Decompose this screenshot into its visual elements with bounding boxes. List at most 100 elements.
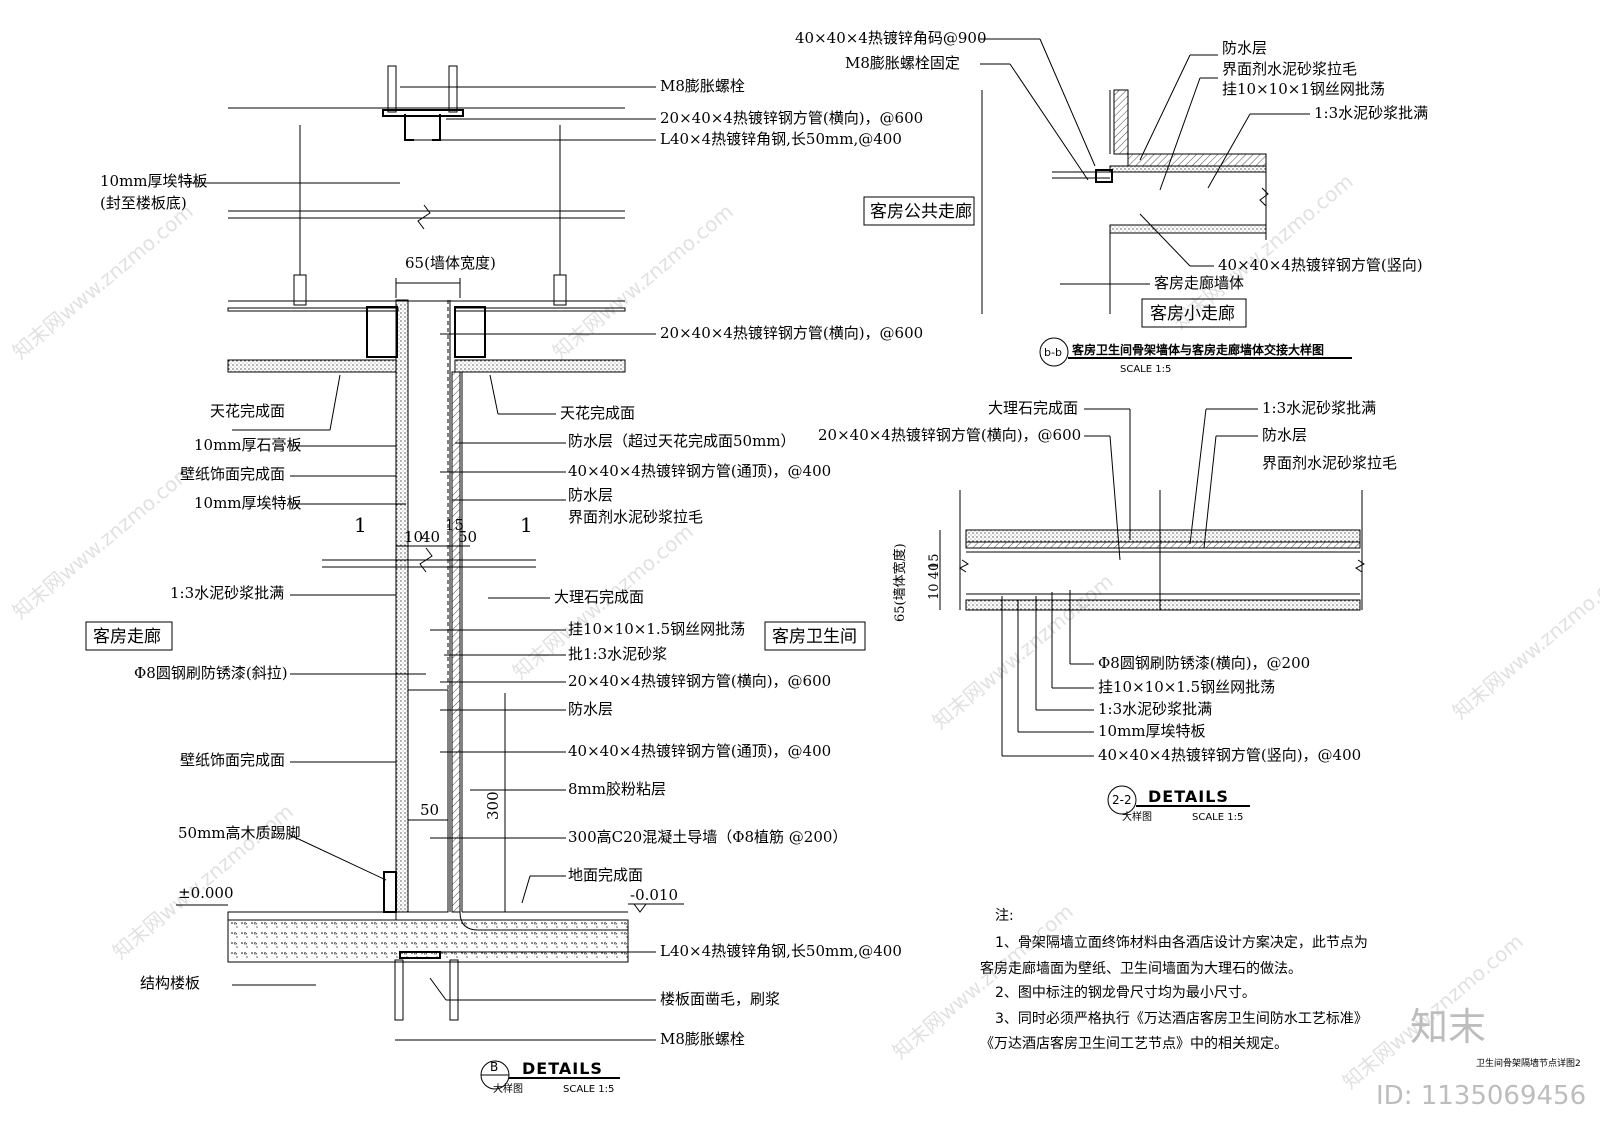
left-leaders	[185, 182, 426, 986]
label-waterproof-1: 防水层（超过天花完成面50mm）	[568, 432, 796, 450]
d22-tag-circle	[1107, 785, 1137, 815]
d22-label-round-steel: Φ8圆钢刷防锈漆(横向)，@200	[1098, 654, 1310, 672]
notes-line-1: 1、骨架隔墙立面终饰材料由各酒店设计方案决定，此节点为	[995, 934, 1368, 951]
label-tube-through-2: 40×40×4热镀锌钢方管(通顶)，@400	[568, 742, 831, 760]
watermark-text: 知末网www.znzmo.com	[8, 199, 198, 364]
detail-b-tag: B	[490, 1060, 498, 1074]
label-interface-agent: 界面剂水泥砂浆拉毛	[568, 508, 703, 526]
label-floor-finish: 地面完成面	[568, 866, 643, 884]
label-mortar: 1:3水泥砂浆批满	[170, 584, 284, 602]
label-skirting: 50mm高木质踢脚	[178, 824, 301, 842]
label-waterproof-3: 防水层	[568, 700, 613, 718]
label-cement: 批1:3水泥砂浆	[568, 645, 667, 663]
dim-50-guide: 50	[420, 801, 439, 819]
notes-block: 注: 1、骨架隔墙立面终饰材料由各酒店设计方案决定，此节点为 客房走廊墙面为壁纸…	[980, 908, 1368, 1052]
bb-room-box-b	[1141, 298, 1247, 328]
label-wallpaper: 壁纸饰面完成面	[180, 465, 285, 483]
detail-b: 65(墙体宽度) 10 40 15 50 50 300 1 1 ±0.000 -…	[85, 65, 923, 1095]
label-square-tube-1: 20×40×4热镀锌钢方管(横向)，@600	[660, 109, 923, 127]
bb-tag: b-b	[1044, 346, 1062, 359]
d22-label-mortar: 1:3水泥砂浆批满	[1262, 399, 1376, 417]
room-box-bathroom	[764, 621, 866, 651]
label-waterproof-2: 防水层	[568, 486, 613, 504]
bb-room-a: 客房公共走廊	[870, 202, 972, 222]
bb-title: 客房卫生间骨架墙体与客房走廊墙体交接大样图	[1071, 342, 1324, 357]
d22-title: DETAILS	[1148, 787, 1229, 806]
bb-label-angle-code: 40×40×4热镀锌角码@900	[795, 29, 987, 47]
dim-50: 50	[458, 528, 477, 546]
bb-scale: SCALE 1:5	[1120, 364, 1171, 375]
bb-label-waterproof: 防水层	[1222, 39, 1267, 57]
label-aite-board-2: 10mm厚埃特板	[194, 494, 302, 512]
bb-label-interface: 界面剂水泥砂浆拉毛	[1222, 60, 1357, 78]
dim-40: 40	[421, 528, 440, 546]
label-angle-1: L40×4热镀锌角钢,长50mm,@400	[660, 130, 902, 148]
label-round-steel: Φ8圆钢刷防锈漆(斜拉)	[134, 664, 288, 682]
d22-label-waterproof: 防水层	[1262, 426, 1307, 444]
label-wallpaper-2: 壁纸饰面完成面	[180, 751, 285, 769]
label-wire-mesh: 挂10×10×1.5钢丝网批荡	[568, 620, 745, 638]
dim-15: 15	[445, 516, 464, 534]
label-gypsum: 10mm厚石膏板	[194, 436, 302, 454]
d22-dim-15: 15	[927, 553, 942, 570]
dim-10: 10	[404, 528, 423, 546]
dim-wall-width: 65(墙体宽度)	[405, 254, 496, 272]
dim-300: 300	[484, 791, 502, 820]
room-bathroom: 客房卫生间	[772, 627, 857, 647]
label-aite-board: 10mm厚埃特板	[100, 172, 208, 190]
detail-b-scale: SCALE 1:5	[563, 1084, 614, 1095]
bb-label-m8: M8膨胀螺栓固定	[845, 54, 960, 72]
d22-label-aite: 10mm厚埃特板	[1098, 722, 1206, 740]
d22-dim-40: 10 40	[927, 563, 942, 600]
watermark-id: ID: 1135069456	[1376, 1081, 1586, 1111]
right-leaders	[395, 86, 656, 1041]
label-aite-board-note: (封至楼板底)	[100, 194, 187, 212]
d22-label-tube-vert: 40×40×4热镀锌钢方管(竖向)，@400	[1098, 746, 1361, 764]
d22-label-wire-mesh: 挂10×10×1.5钢丝网批荡	[1098, 678, 1275, 696]
notes-line-4: 3、同时必须严格执行《万达酒店客房卫生间防水工艺标准》	[995, 1010, 1368, 1027]
d22-label-mortar-2: 1:3水泥砂浆批满	[1098, 700, 1212, 718]
bb-label-tube: 40×40×4热镀锌钢方管(竖向)	[1218, 256, 1423, 274]
label-ceiling-finish: 天花完成面	[210, 402, 285, 420]
bb-label-corridor-wall: 客房走廊墙体	[1154, 274, 1244, 292]
d22-label-marble: 大理石完成面	[988, 399, 1078, 417]
notes-line-5: 《万达酒店客房卫生间工艺节点》中的相关规定。	[980, 1035, 1288, 1052]
label-guide-wall: 300高C20混凝土导墙（Φ8植筋 @200）	[568, 828, 847, 846]
notes-line-2: 客房走廊墙面为壁纸、卫生间墙面为大理石的做法。	[980, 960, 1302, 977]
level-zero: ±0.000	[178, 884, 234, 902]
sheet-caption: 卫生间骨架隔墙节点详图2	[1476, 1057, 1581, 1069]
mark-1-left: 1	[354, 513, 367, 537]
bb-label-mortar: 1:3水泥砂浆批满	[1314, 104, 1428, 122]
label-angle-2: L40×4热镀锌角钢,长50mm,@400	[660, 942, 902, 960]
mark-1-right: 1	[520, 513, 533, 537]
bb-room-box-a	[863, 196, 975, 226]
watermark-text: 知末网www.znzmo.com	[1448, 559, 1600, 724]
d22-label-tube: 20×40×4热镀锌钢方管(横向)，@600	[818, 426, 1081, 444]
bb-label-wire-mesh: 挂10×10×1钢丝网批荡	[1222, 80, 1385, 98]
label-tube-through-1: 40×40×4热镀锌钢方管(通顶)，@400	[568, 462, 831, 480]
notes-line-3: 2、图中标注的钢龙骨尺寸均为最小尺寸。	[995, 985, 1256, 1001]
detail-22: 65(墙体宽度) 10 40 15 大理石完成面 20×40×4热镀锌钢方管(横…	[818, 399, 1397, 823]
label-structural-slab: 结构楼板	[140, 974, 200, 992]
label-ceiling-finish-r: 天花完成面	[560, 404, 635, 422]
detail-b-sub: 大样图	[493, 1082, 523, 1095]
label-glue-layer: 8mm胶粉粘层	[568, 780, 666, 798]
d22-scale: SCALE 1:5	[1192, 812, 1243, 823]
label-square-tube-3: 20×40×4热镀锌钢方管(横向)，@600	[568, 672, 831, 690]
d22-tag: 2-2	[1112, 793, 1132, 807]
label-slab-roughen: 楼板面凿毛，刷浆	[660, 990, 780, 1008]
label-m8-bolt-2: M8膨胀螺栓	[660, 1030, 745, 1048]
room-box-corridor	[85, 621, 173, 651]
bb-tag-circle	[1039, 337, 1069, 367]
d22-dim-wall: 65(墙体宽度)	[892, 543, 908, 622]
watermark-logo: 知末	[1410, 1005, 1486, 1049]
bb-room-b: 客房小走廊	[1150, 304, 1235, 324]
label-marble: 大理石完成面	[554, 588, 644, 606]
label-m8-bolt: M8膨胀螺栓	[660, 77, 745, 95]
d22-sub: 大样图	[1122, 810, 1152, 823]
notes-head: 注:	[995, 908, 1014, 924]
label-square-tube-2: 20×40×4热镀锌钢方管(横向)，@600	[660, 324, 923, 342]
room-corridor: 客房走廊	[93, 627, 161, 647]
level-neg: -0.010	[630, 886, 678, 904]
